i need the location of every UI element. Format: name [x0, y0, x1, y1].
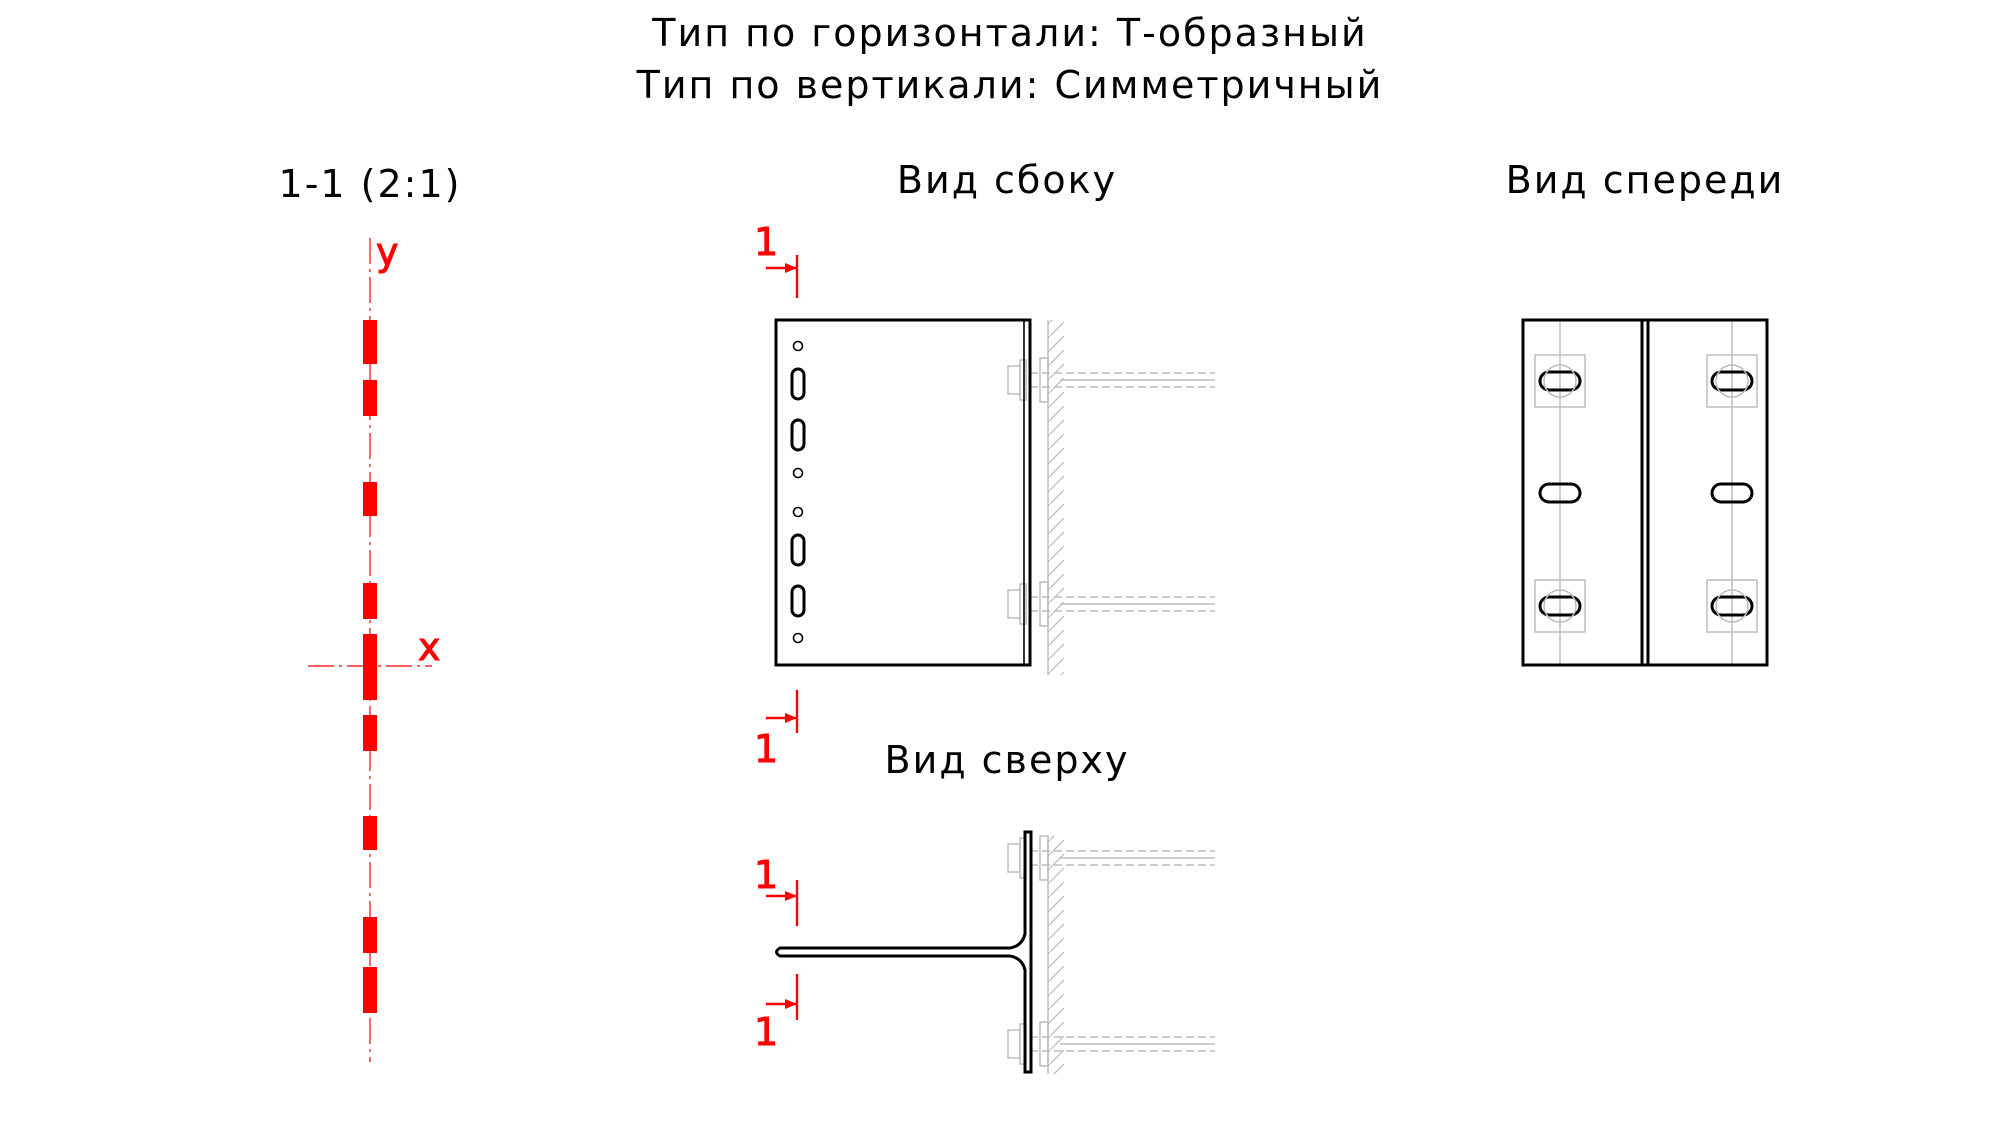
washer [1534, 579, 1586, 633]
anchor-head [1543, 364, 1577, 398]
slot-hole [790, 367, 806, 401]
round-hole [792, 506, 804, 518]
profile-segment [363, 634, 377, 700]
slot-hole [790, 533, 806, 567]
top-wall-hatch [1048, 836, 1064, 1074]
section-view: 1-1 (2:1) y x [279, 162, 462, 1062]
side-view-title: Вид сбоку [897, 158, 1117, 202]
slot-hole [1538, 370, 1582, 392]
slot-hole [1710, 482, 1754, 504]
slot-hole [790, 584, 806, 618]
top-view-title: Вид сверху [885, 738, 1130, 782]
anchor-head [1543, 589, 1577, 623]
side-wall-hatch [1048, 320, 1064, 675]
section-marker-label: 1 [754, 727, 780, 771]
section-marker-label: 1 [754, 220, 780, 264]
front-bracket-body [1521, 318, 1769, 667]
profile-segment [363, 380, 377, 416]
slot-hole [1538, 595, 1582, 617]
header-line-1: Тип по горизонтали: Т-образный [651, 11, 1367, 55]
front-slots [1538, 370, 1754, 617]
slot-hole [1710, 595, 1754, 617]
profile-segment [363, 482, 377, 516]
section-axis-y-label: y [376, 230, 401, 274]
front-washers [1534, 354, 1758, 633]
slot-hole [790, 418, 806, 452]
top-view: Вид сверху 1 1 [754, 738, 1215, 1074]
round-hole [792, 340, 804, 352]
side-anchor-top [1007, 357, 1215, 403]
washer [1706, 579, 1758, 633]
side-view: Вид сбоку [754, 158, 1215, 772]
side-anchor-bottom [1007, 581, 1215, 627]
round-hole [792, 632, 804, 644]
front-anchor-heads [1543, 364, 1749, 623]
washer [1706, 354, 1758, 408]
profile-segment [363, 917, 377, 953]
section-axis-x-label: x [418, 625, 443, 669]
slot-hole [1538, 482, 1582, 504]
section-profile-segments [363, 320, 377, 1013]
section-marker-label: 1 [754, 853, 780, 897]
anchor-head [1715, 364, 1749, 398]
section-marker-label: 1 [754, 1010, 780, 1054]
top-t-profile [775, 830, 1033, 1074]
profile-segment [363, 583, 377, 619]
profile-segment [363, 715, 377, 751]
top-section-marker-lower: 1 [754, 974, 799, 1055]
section-view-title: 1-1 (2:1) [279, 162, 462, 206]
profile-segment [363, 816, 377, 850]
top-anchor-upper [1007, 835, 1215, 881]
top-section-marker-upper: 1 [754, 853, 799, 926]
side-holes [790, 340, 806, 644]
side-bracket-body [774, 318, 1032, 667]
round-hole [792, 467, 804, 479]
header-line-2: Тип по вертикали: Симметричный [636, 63, 1384, 107]
washer [1534, 354, 1586, 408]
profile-segment [363, 967, 377, 1013]
anchor-head [1715, 589, 1749, 623]
side-section-marker-bottom: 1 [754, 690, 799, 772]
profile-segment [363, 320, 377, 364]
front-view: Вид спереди [1506, 158, 1785, 667]
side-section-marker-top: 1 [754, 220, 799, 298]
slot-hole [1710, 370, 1754, 392]
top-anchor-lower [1007, 1021, 1215, 1067]
front-view-title: Вид спереди [1506, 158, 1785, 202]
